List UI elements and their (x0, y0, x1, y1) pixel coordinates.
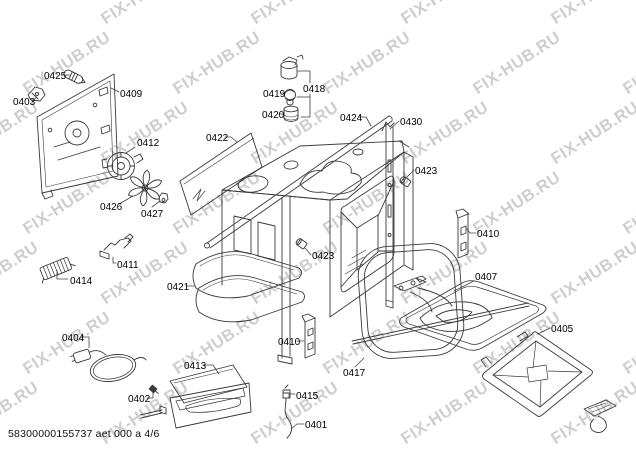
fan-motor-0412-drawing (101, 152, 144, 180)
part-label-0410-left: 0410 (278, 337, 301, 348)
part-label-0426: 0426 (100, 202, 123, 213)
part-label-0405: 0405 (551, 324, 574, 335)
part-label-0414: 0414 (70, 276, 93, 287)
lamp-bulb-0419-drawing (284, 89, 296, 106)
part-label-0430: 0430 (400, 117, 423, 128)
part-label-0412: 0412 (137, 138, 160, 149)
screw-0425-drawing (63, 69, 86, 84)
back-panel-0409-drawing (36, 73, 119, 200)
bracket-0411-drawing (99, 233, 134, 260)
nut-0427-drawing (158, 192, 169, 204)
part-label-0421: 0421 (167, 282, 190, 293)
hinge-0410-left-drawing (301, 313, 316, 359)
power-cord-0404-drawing (70, 348, 147, 383)
part-label-0404: 0404 (62, 333, 85, 344)
part-label-0401: 0401 (305, 420, 328, 431)
part-label-0419: 0419 (263, 89, 286, 100)
part-label-0422: 0422 (206, 133, 229, 144)
part-label-0425: 0425 (44, 71, 67, 82)
part-label-0415: 0415 (296, 391, 319, 402)
part-label-0424: 0424 (340, 113, 363, 124)
hinge-0410-right-drawing (455, 208, 470, 259)
bottom-tray-0405-drawing (480, 331, 593, 417)
part-label-0423-top: 0423 (415, 166, 438, 177)
thermostat-wire-0415-0401-drawing (282, 384, 293, 439)
screw-0402-drawing (148, 384, 159, 394)
part-label-0427: 0427 (141, 209, 164, 220)
part-label-0417: 0417 (343, 368, 366, 379)
heating-element-0407-drawing (351, 275, 547, 351)
terminal-block-0414-drawing (39, 257, 76, 284)
lamp-cover-0420-drawing (283, 105, 299, 122)
drawer-box-0413-drawing (139, 364, 252, 429)
clamp-bracket-drawing (583, 399, 617, 433)
part-label-0409: 0409 (120, 89, 143, 100)
clip-0403-drawing (27, 86, 46, 102)
part-label-0413: 0413 (184, 361, 207, 372)
part-label-0420: 0420 (262, 110, 285, 121)
part-label-0423-mid: 0423 (312, 251, 335, 262)
part-label-0418: 0418 (303, 84, 326, 95)
fan-blade-0426-drawing (127, 169, 163, 207)
trim-strip-0430-drawing (381, 121, 395, 309)
part-label-0402: 0402 (128, 394, 151, 405)
part-label-0403: 0403 (13, 97, 36, 108)
lamp-socket-0418-drawing (280, 54, 311, 118)
label-leader-lines (31, 74, 551, 430)
part-label-0407: 0407 (475, 272, 498, 283)
part-label-0410-right: 0410 (477, 229, 500, 240)
door-gasket-0417-drawing (357, 243, 465, 359)
bolt-0423-top-drawing (399, 176, 412, 188)
document-id-text: 58300000155737 aet 000 a 4/6 (8, 428, 160, 440)
part-label-0411: 0411 (117, 260, 139, 271)
base-drawer-0421-drawing (192, 251, 305, 323)
top-rail-0424-drawing (204, 115, 393, 249)
bolt-0423-mid-drawing (295, 238, 308, 250)
